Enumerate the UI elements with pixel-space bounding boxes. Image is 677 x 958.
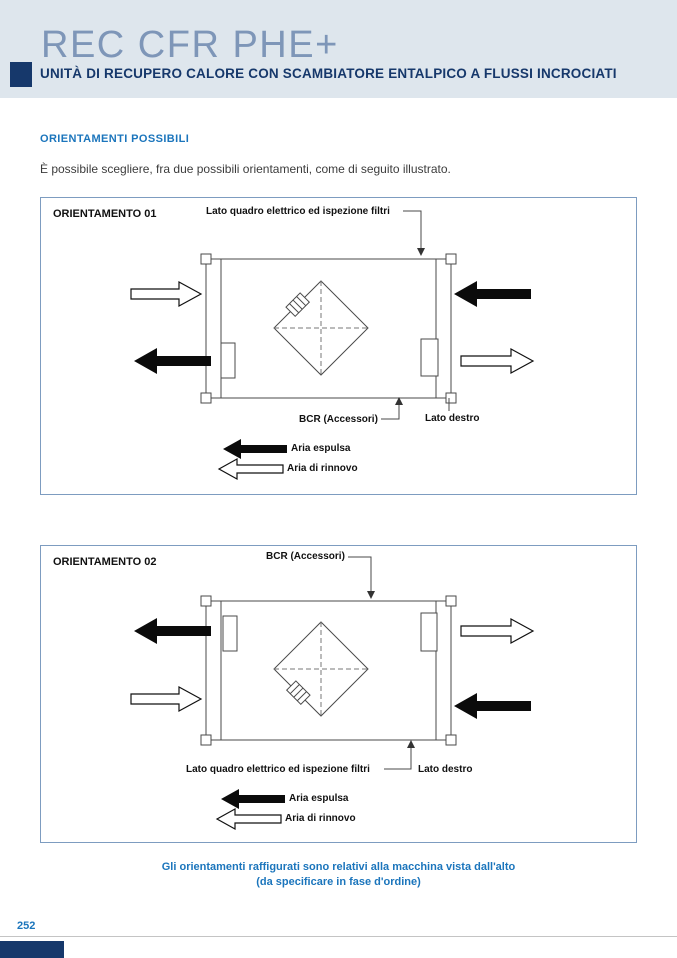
diagram-title: ORIENTAMENTO 01: [53, 208, 157, 220]
supply-air-out-arrow-icon: [460, 617, 535, 645]
page-subtitle: UNITÀ DI RECUPERO CALORE CON SCAMBIATORE…: [40, 66, 617, 81]
fresh-air-in-arrow-icon: [130, 280, 203, 308]
arrow-down-icon: [417, 248, 425, 256]
bcr-leader-line: [381, 397, 403, 420]
legend-fresh-arrow-icon: [215, 807, 282, 831]
page-number: 252: [17, 920, 36, 932]
label-bcr: BCR (Accessori): [266, 551, 345, 562]
diagram-orientamento-01: ORIENTAMENTO 01 Lato quadro elettrico ed…: [40, 197, 637, 495]
arrow-up-icon: [407, 740, 415, 748]
footer-divider: [0, 936, 677, 937]
intro-text: È possibile scegliere, fra due possibili…: [40, 162, 451, 176]
page-title: REC CFR PHE+: [41, 24, 339, 66]
fresh-air-in-arrow-icon: [130, 685, 203, 713]
legend-fresh-label: Aria di rinnovo: [287, 463, 358, 474]
legend-exhaust-arrow-icon: [223, 439, 287, 459]
legend-exhaust-label: Aria espulsa: [291, 443, 351, 454]
label-right-side: Lato destro: [418, 764, 473, 775]
bcr-leader-line: [348, 556, 375, 599]
exhaust-air-out-arrow-icon: [134, 618, 211, 644]
label-electric-panel: Lato quadro elettrico ed ispezione filtr…: [206, 206, 390, 217]
exhaust-air-out-arrow-icon: [134, 348, 211, 374]
section-heading: ORIENTAMENTI POSSIBILI: [40, 133, 190, 145]
heat-exchanger-diamond: [273, 280, 369, 376]
label-electric-panel: Lato quadro elettrico ed ispezione filtr…: [186, 764, 370, 775]
legend-fresh-arrow-icon: [217, 457, 284, 481]
bcr-box: [285, 292, 311, 318]
diagram-title: ORIENTAMENTO 02: [53, 556, 157, 568]
footer-accent-bar: [0, 941, 64, 958]
legend-exhaust-arrow-icon: [221, 789, 285, 809]
unit-top-view-drawing-01: [130, 210, 535, 481]
panel-leader-line: [384, 740, 415, 770]
note-line-1: Gli orientamenti raffigurati sono relati…: [161, 861, 516, 873]
supply-air-out-arrow-icon: [460, 347, 535, 375]
header-band: REC CFR PHE+ UNITÀ DI RECUPERO CALORE CO…: [0, 0, 677, 98]
legend-fresh-label: Aria di rinnovo: [285, 813, 356, 824]
label-bcr: BCR (Accessori): [299, 414, 378, 425]
subtitle-accent-square: [10, 62, 32, 87]
arrow-up-icon: [395, 397, 403, 405]
orientation-note: Gli orientamenti raffigurati sono relati…: [0, 860, 677, 890]
arrow-down-icon: [367, 591, 375, 599]
bcr-box: [285, 680, 311, 706]
note-line-2: (da specificare in fase d'ordine): [256, 876, 421, 888]
heat-exchanger-diamond: [273, 621, 369, 717]
return-air-in-arrow-icon: [454, 693, 531, 719]
unit-top-view-drawing-02: [130, 556, 535, 831]
diagram-orientamento-02: ORIENTAMENTO 02 BCR (Accessori) Lato qua…: [40, 545, 637, 843]
legend-exhaust-label: Aria espulsa: [289, 793, 349, 804]
label-right-side: Lato destro: [425, 413, 480, 424]
return-air-in-arrow-icon: [454, 281, 531, 307]
panel-leader-line: [403, 210, 425, 256]
